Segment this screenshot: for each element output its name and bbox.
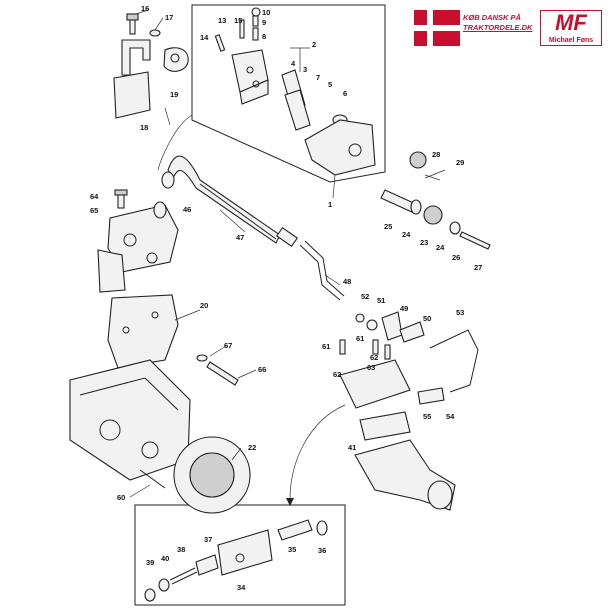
callout-6: 6: [343, 89, 347, 98]
callout-60: 60: [117, 493, 125, 502]
callout-29: 29: [456, 158, 464, 167]
callout-22: 22: [248, 443, 256, 452]
callout-24a: 24: [402, 230, 411, 239]
callout-48: 48: [343, 277, 351, 286]
callout-3: 3: [303, 65, 307, 74]
brand-banner: KØB DANSK PÅ TRAKTORDELE.DK MF Michael F…: [414, 8, 604, 48]
slogan[interactable]: KØB DANSK PÅ TRAKTORDELE.DK: [463, 13, 539, 33]
callout-24b: 24: [436, 243, 445, 252]
part-lift-housing: [69, 359, 251, 514]
callout-13: 13: [218, 16, 226, 25]
callout-8: 8: [262, 32, 266, 41]
detail-frame-top: [191, 4, 386, 183]
slogan-line-1: KØB DANSK PÅ: [463, 13, 521, 22]
callout-35: 35: [288, 545, 296, 554]
part-bracket-top-left: [113, 13, 189, 119]
callout-18: 18: [140, 123, 148, 132]
callout-20: 20: [200, 301, 208, 310]
callout-62b: 62: [370, 353, 378, 362]
slogan-website[interactable]: TRAKTORDELE.DK: [463, 23, 533, 32]
callout-10: 10: [262, 8, 270, 17]
callout-9: 9: [262, 18, 266, 27]
callout-19: 19: [170, 90, 178, 99]
callout-28: 28: [432, 150, 440, 159]
part-pipe: [299, 240, 345, 301]
callout-labels: 1 2 3 4 5 6 7 8 9 10 13 14 15 16 17 18 1…: [90, 4, 482, 592]
part-drive-shaft-assembly: [380, 151, 491, 250]
detail-pointer-top: [157, 114, 193, 171]
detail-arrowhead: [286, 498, 294, 506]
callout-38: 38: [177, 545, 185, 554]
callout-52: 52: [361, 292, 369, 301]
callout-51: 51: [377, 296, 385, 305]
callout-63: 63: [367, 363, 375, 372]
part-valve-chest: [339, 311, 479, 511]
callout-55: 55: [423, 412, 431, 421]
callout-67: 67: [224, 341, 232, 350]
part-pump-body: [214, 7, 376, 176]
callout-53: 53: [456, 308, 464, 317]
callout-66: 66: [258, 365, 266, 374]
callout-46: 46: [183, 205, 191, 214]
danish-flag-icon: [414, 10, 460, 46]
callout-39: 39: [146, 558, 154, 567]
detail-frame-bottom: [134, 504, 346, 606]
callout-16: 16: [141, 4, 149, 13]
logo-name: Michael Føns: [548, 37, 594, 44]
callout-leaders: [129, 9, 446, 498]
callout-25: 25: [384, 222, 392, 231]
callout-17: 17: [165, 13, 173, 22]
callout-49: 49: [400, 304, 408, 313]
callout-14: 14: [200, 33, 209, 42]
callout-50: 50: [423, 314, 431, 323]
callout-4: 4: [291, 59, 296, 68]
callout-15: 15: [234, 16, 242, 25]
part-hydraulic-hose: [161, 155, 299, 248]
callout-40: 40: [161, 554, 169, 563]
callout-47: 47: [236, 233, 244, 242]
callout-37: 37: [204, 535, 212, 544]
callout-23: 23: [420, 238, 428, 247]
part-long-bolt: [196, 354, 239, 386]
callout-36: 36: [318, 546, 326, 555]
callout-61a: 61: [322, 342, 330, 351]
callout-62a: 62: [333, 370, 341, 379]
callout-7: 7: [316, 73, 320, 82]
callout-5: 5: [328, 80, 332, 89]
callout-64: 64: [90, 192, 99, 201]
logo-mark: MF: [555, 10, 587, 35]
callout-41: 41: [348, 443, 356, 452]
callout-54: 54: [446, 412, 455, 421]
callout-27: 27: [474, 263, 482, 272]
callout-34: 34: [237, 583, 246, 592]
callout-26: 26: [452, 253, 460, 262]
part-valve-block-detail: [144, 519, 328, 602]
callout-65: 65: [90, 206, 98, 215]
mf-logo[interactable]: MF Michael Føns: [540, 10, 602, 46]
callout-1: 1: [328, 200, 332, 209]
callout-61b: 61: [356, 334, 364, 343]
part-mounting-plate: [107, 294, 179, 369]
callout-2: 2: [312, 40, 316, 49]
detail-pointer-bottom: [289, 404, 346, 501]
part-valve-bracket: [97, 189, 179, 293]
